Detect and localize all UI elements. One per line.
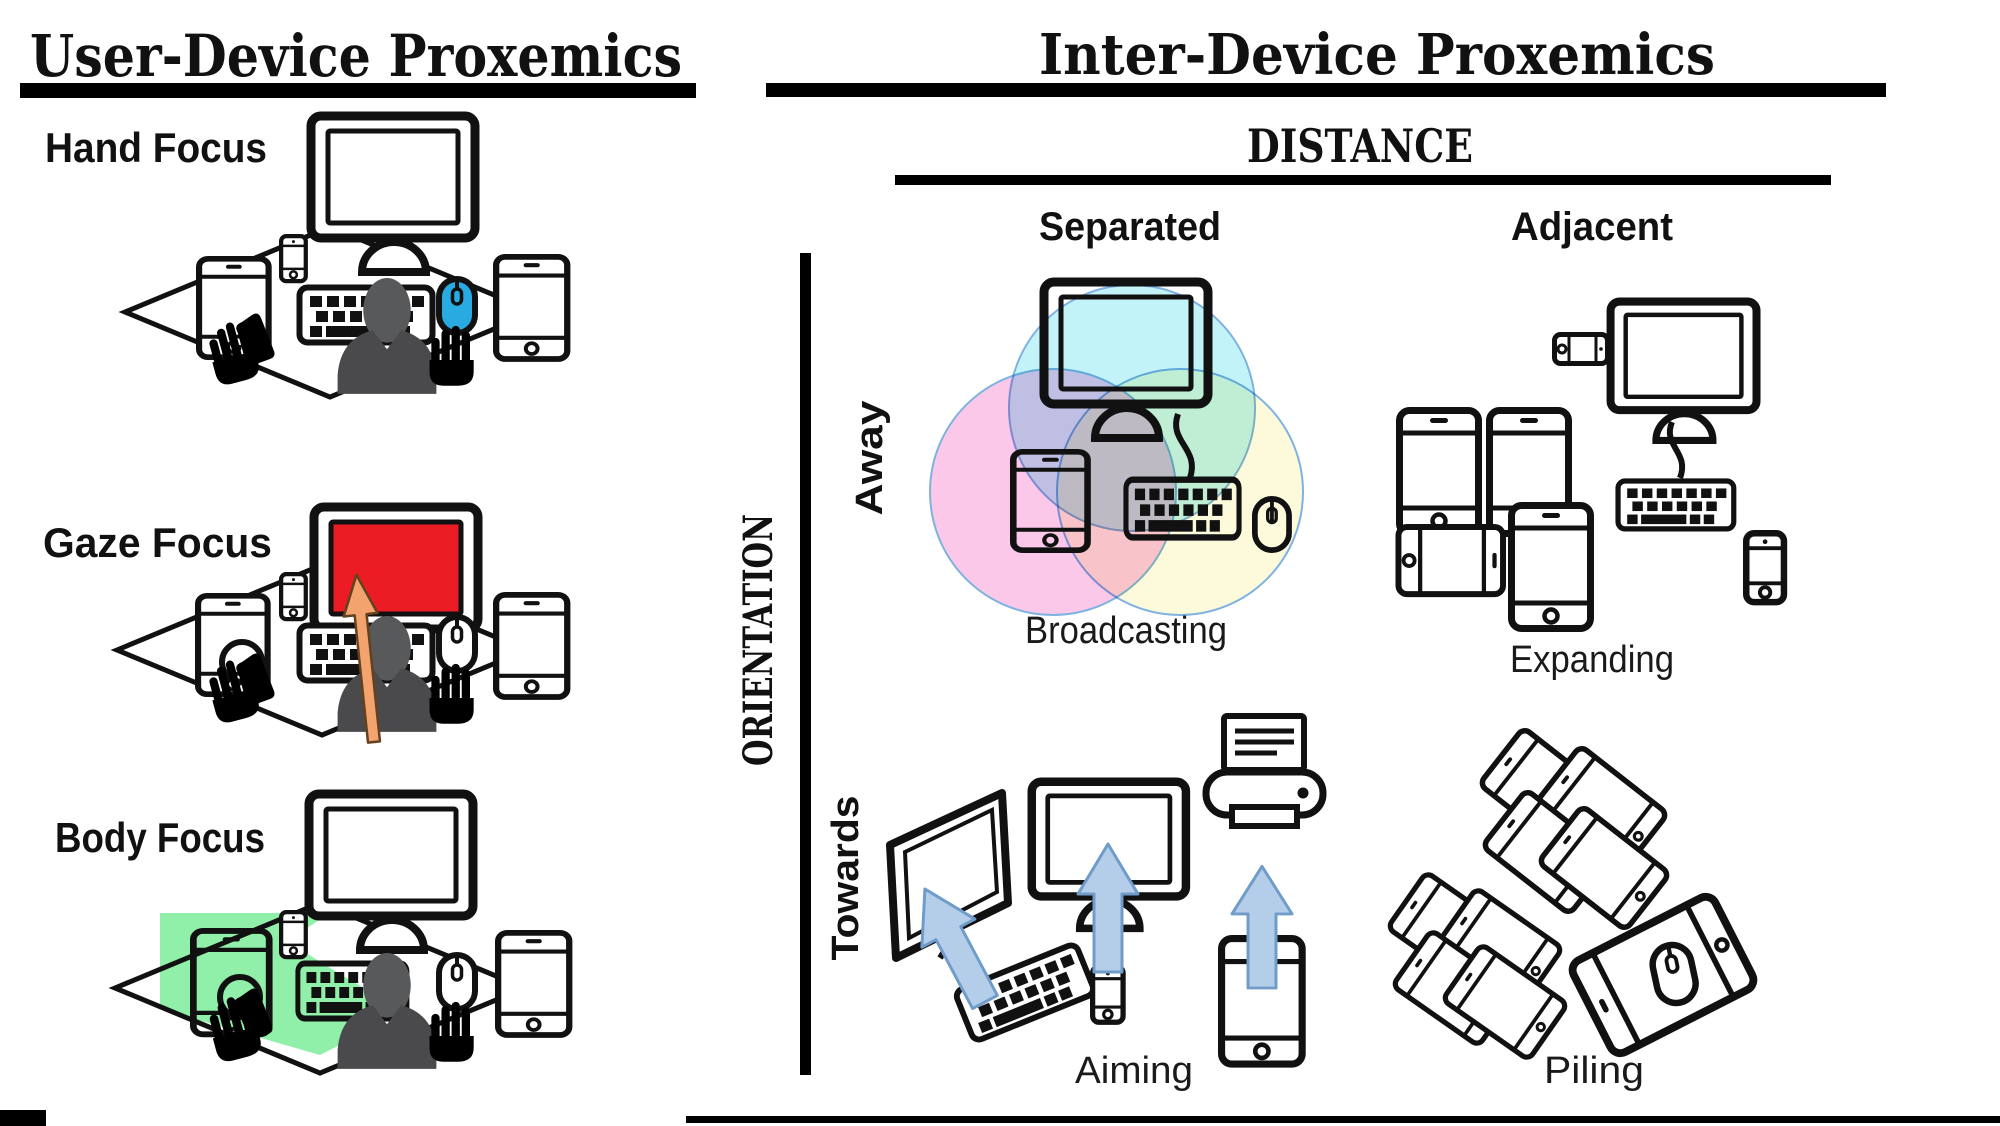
phone-icon	[1746, 533, 1784, 602]
distance-underline	[895, 175, 1831, 185]
monitor-icon	[311, 116, 475, 272]
tablet-icon	[1398, 527, 1503, 594]
row-label-away: Away	[849, 401, 891, 516]
right-panel-title: Inter-Device Proxemics	[1039, 22, 1715, 88]
keyboard-icon	[1618, 481, 1734, 529]
hand-focus-label: Hand Focus	[45, 124, 267, 171]
phone-icon	[281, 236, 306, 281]
orientation-axis-line	[800, 253, 811, 1075]
bottom-right-line	[686, 1116, 2000, 1123]
phone-icon	[281, 574, 306, 619]
right-title-underline	[766, 83, 1886, 97]
piling-cell: Piling	[1387, 728, 1757, 1092]
keyboard-cable	[1173, 412, 1195, 479]
bottom-left-line	[0, 1110, 46, 1126]
tablet-icon	[496, 257, 567, 359]
expanding-cell: Expanding	[1398, 302, 1783, 681]
aiming-caption: Aiming	[1075, 1050, 1193, 1092]
monitor-icon	[1611, 302, 1757, 441]
row-label-towards: Towards	[825, 796, 867, 961]
expanding-caption: Expanding	[1510, 639, 1674, 681]
user-device-panel: User-Device Proxemics Hand Focus Gaze Fo…	[20, 22, 696, 1076]
broadcasting-caption: Broadcasting	[1025, 610, 1227, 652]
mouse-icon	[439, 617, 475, 671]
phone-icon	[1555, 335, 1608, 364]
phone-icon	[1093, 967, 1123, 1023]
aiming-cell: Aiming	[886, 716, 1323, 1092]
left-panel-title: User-Device Proxemics	[30, 22, 682, 90]
tablet-icon	[1400, 411, 1479, 534]
inter-device-panel: Inter-Device Proxemics DISTANCE Separate…	[735, 22, 1886, 1092]
mouse-icon-highlighted	[439, 279, 475, 333]
phone-icon	[281, 912, 306, 957]
mouse-icon	[439, 955, 475, 1009]
keyboard-cable	[1666, 420, 1686, 480]
printer-icon	[1206, 716, 1323, 826]
body-focus-scene: Body Focus	[55, 794, 569, 1076]
body-focus-label: Body Focus	[55, 814, 265, 861]
tablet-icon	[1013, 452, 1087, 550]
column-label-adjacent: Adjacent	[1511, 205, 1673, 249]
gaze-focus-scene: Gaze Focus	[43, 507, 567, 746]
broadcasting-cell: Broadcasting	[929, 282, 1304, 652]
keyboard-icon	[1126, 480, 1239, 538]
distance-axis-label: DISTANCE	[1247, 119, 1473, 173]
mouse-icon	[1255, 499, 1289, 550]
left-title-underline	[20, 83, 696, 98]
tablet-icon	[496, 595, 567, 697]
column-label-separated: Separated	[1039, 205, 1221, 249]
tablet-icon	[1512, 506, 1591, 629]
monitor-icon	[309, 794, 473, 950]
orientation-axis-label: ORIENTATION	[735, 514, 782, 766]
gaze-focus-label: Gaze Focus	[43, 519, 272, 566]
hand-focus-scene: Hand Focus	[45, 116, 567, 400]
tablet-icon	[498, 933, 569, 1035]
piling-caption: Piling	[1544, 1050, 1644, 1092]
